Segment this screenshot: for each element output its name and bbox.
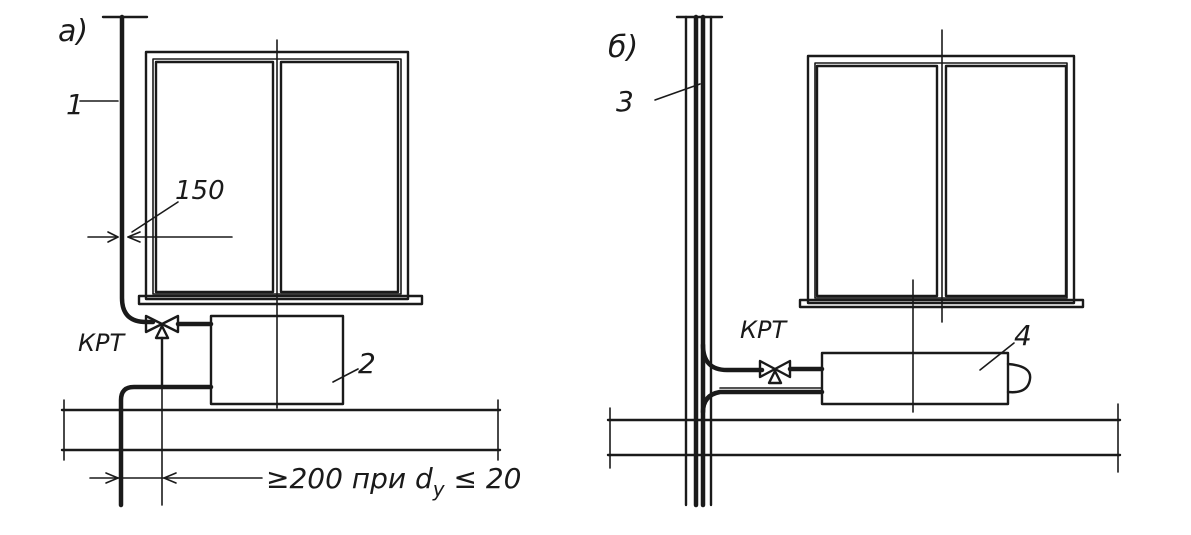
dim-200-note-main: ≥200 при d: [266, 462, 433, 495]
valve-a-bottom-wing: [154, 324, 170, 340]
valve-a-left-wing: [144, 314, 164, 334]
panel-b-label: б): [608, 30, 638, 65]
floor-slab-a: [60, 399, 502, 461]
dim-150-label: 150: [175, 176, 225, 206]
leader-3: [654, 83, 701, 101]
valve-krt-b: [758, 359, 825, 385]
riser-3-label: 3: [616, 85, 634, 118]
dim-200-note-tail: ≤ 20: [445, 462, 522, 495]
window-a-sill: [137, 294, 424, 306]
dim-200-left-arrow: [105, 472, 119, 484]
window-a-right-sash: [279, 60, 400, 294]
dim-150-leader: [131, 201, 179, 233]
heater-4-end-loop: [1006, 362, 1032, 394]
return-branch-b: [700, 389, 825, 415]
dim-200-note: ≥200 при dу ≤ 20: [266, 462, 522, 501]
leader-4: [979, 342, 1015, 371]
heater-2-label: 2: [358, 347, 376, 380]
floor-slab-b: [606, 403, 1122, 473]
dimension-200: [89, 386, 263, 506]
riser-3: [654, 14, 724, 508]
heater-4-label: 4: [1014, 319, 1032, 352]
riser-1-label: 1: [66, 88, 84, 121]
window-b-left-sash: [815, 64, 939, 298]
valve-b-bottom-wing: [767, 369, 783, 385]
heater-4: [820, 351, 1010, 406]
window-b-outer-frame: [806, 54, 1076, 305]
riser-1-pipe: [119, 14, 156, 325]
panel-a-label: а): [58, 14, 88, 49]
valve-b-left-wing: [758, 359, 777, 379]
window-a-left-sash: [154, 60, 275, 294]
supply-branch-b: [700, 342, 765, 373]
valve-a-label: КРТ: [78, 329, 127, 357]
panel-a: [60, 14, 502, 508]
dim-150-left-arrow: [107, 231, 119, 243]
window-b-right-sash: [944, 64, 1068, 298]
panel-b: [606, 14, 1122, 508]
riser-1: [79, 14, 156, 325]
dim-200-note-subscript: у: [432, 477, 446, 501]
valve-krt-a: [144, 314, 214, 389]
valve-b-label: КРТ: [740, 316, 789, 344]
window-b: [798, 29, 1085, 323]
heater-2: [209, 314, 345, 406]
window-b-inner-frame: [814, 62, 1068, 299]
return-pipe-a: [118, 384, 214, 508]
dim-150-right-arrow: [127, 231, 141, 243]
leader-2: [332, 368, 359, 383]
dimension-150: [87, 201, 233, 243]
window-a: [137, 39, 424, 409]
dim-200-right-arrow: [163, 472, 177, 484]
